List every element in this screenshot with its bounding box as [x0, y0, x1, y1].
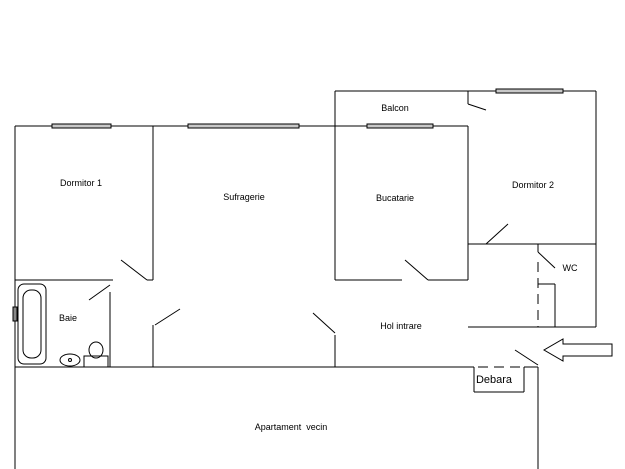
label-dormitor2: Dormitor 2 [512, 180, 554, 190]
label-apartament-vecin: Apartament vecin [255, 422, 328, 432]
door-sufragerie [154, 308, 181, 326]
door-balcon [467, 103, 487, 111]
bath-fixtures [12, 283, 109, 368]
door-dormitor1 [120, 259, 148, 281]
label-balcon: Balcon [381, 103, 409, 113]
label-hol: Hol intrare [380, 321, 422, 331]
entrance-arrow-icon [543, 338, 613, 362]
room-labels: Dormitor 1 Sufragerie Balcon Bucatarie D… [59, 103, 578, 432]
doors [88, 103, 556, 366]
sink-drain-icon [68, 358, 72, 362]
bathtub-tap [12, 306, 18, 322]
windows [51, 88, 564, 129]
toilet-tank [83, 355, 109, 368]
label-sufragerie: Sufragerie [223, 192, 265, 202]
door-baie [88, 284, 111, 301]
label-baie: Baie [59, 313, 77, 323]
walls [14, 90, 597, 469]
door-entrance [514, 349, 539, 366]
window-dormitor1 [51, 123, 112, 129]
label-wc: WC [563, 263, 578, 273]
label-bucatarie: Bucatarie [376, 193, 414, 203]
door-bucatarie [404, 259, 429, 281]
bathtub [17, 283, 47, 365]
window-dormitor2 [495, 88, 564, 94]
window-bucatarie [366, 123, 434, 129]
toilet-bowl-icon [88, 341, 104, 359]
sink-icon [59, 353, 81, 367]
door-wc [537, 251, 556, 269]
label-dormitor1: Dormitor 1 [60, 178, 102, 188]
door-living-right [312, 312, 336, 334]
label-debara: Debara [476, 374, 513, 386]
door-dormitor2 [485, 223, 509, 245]
bathtub-inner [22, 289, 42, 359]
window-sufragerie [187, 123, 300, 129]
